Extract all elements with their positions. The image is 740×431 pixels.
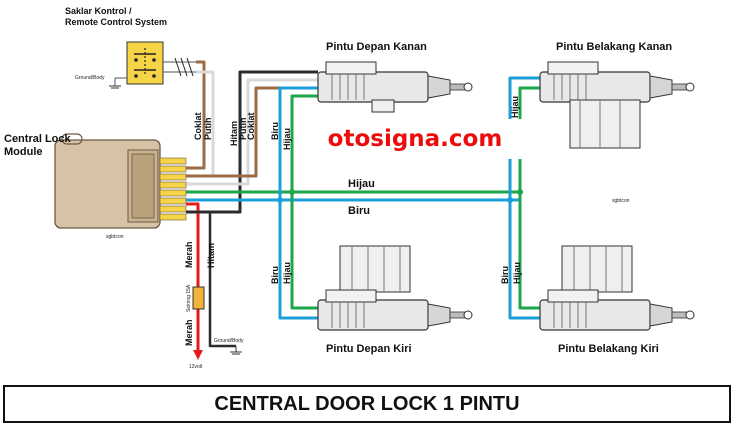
module-brand: sgbtcon	[106, 234, 124, 240]
door-label-rear-left: Pintu Belakang Kiri	[558, 343, 659, 355]
power-ground	[230, 346, 242, 355]
wire-label-merah-lower: Merah	[184, 319, 194, 346]
wire-label-coklat: Coklat	[246, 112, 256, 140]
switch-title-line2: Remote Control System	[65, 17, 167, 27]
door-label-front-left: Pintu Depan Kiri	[326, 343, 412, 355]
actuator-front-left	[317, 245, 473, 331]
module-title-line2: Module	[4, 146, 43, 158]
door-label-front-right: Pintu Depan Kanan	[326, 41, 427, 53]
wire-label-hijau-rl: Hijau	[512, 262, 522, 284]
wire-label-putih-switch: Putih	[203, 118, 213, 141]
footer-title: CENTRAL DOOR LOCK 1 PINTU	[214, 392, 520, 415]
wire-label-hijau-bus: Hijau	[348, 178, 375, 190]
wire-label-coklat-switch: Coklat	[193, 112, 203, 140]
module-title-line1: Central Lock	[4, 133, 72, 145]
wire-label-hijau-fl: Hijau	[282, 262, 292, 284]
power-feed	[192, 286, 205, 360]
switch-title-line1: Saklar Kontrol /	[65, 6, 132, 16]
wire-label-merah: Merah	[184, 241, 194, 268]
watermark: otosigna.com	[304, 119, 526, 159]
door-brand-mark: sgbtcon	[612, 198, 630, 204]
wire-label-biru-bus: Biru	[348, 205, 370, 217]
wire-junctions	[277, 189, 523, 203]
battery-label: 12volt	[189, 364, 203, 370]
footer-title-box: CENTRAL DOOR LOCK 1 PINTU	[3, 385, 731, 423]
module-connector-pins	[159, 157, 187, 221]
control-switch	[109, 41, 196, 89]
actuator-rear-right	[539, 61, 695, 149]
central-lock-module	[54, 133, 187, 229]
wire-label-putih: Putih	[238, 118, 248, 141]
actuator-front-right	[317, 61, 473, 113]
actuator-rear-left	[539, 245, 695, 331]
fuse-label: Sekring 15A	[186, 284, 192, 312]
wire-label-biru-rl: Biru	[500, 266, 510, 284]
door-label-rear-right: Pintu Belakang Kanan	[556, 41, 672, 53]
wire-label-biru-fl: Biru	[270, 266, 280, 284]
ground-label-power: Ground/Body	[214, 338, 244, 344]
wire-label-hitam: Hitam	[229, 121, 239, 146]
wire-label-hijau-rr: Hijau	[510, 96, 520, 118]
wire-label-biru-fr: Biru	[270, 122, 280, 140]
switch-ground-label: Ground/Body	[75, 75, 105, 81]
wire-label-hijau-fr: Hijau	[282, 128, 292, 150]
wire-label-hitam-power: Hitam	[206, 243, 216, 268]
